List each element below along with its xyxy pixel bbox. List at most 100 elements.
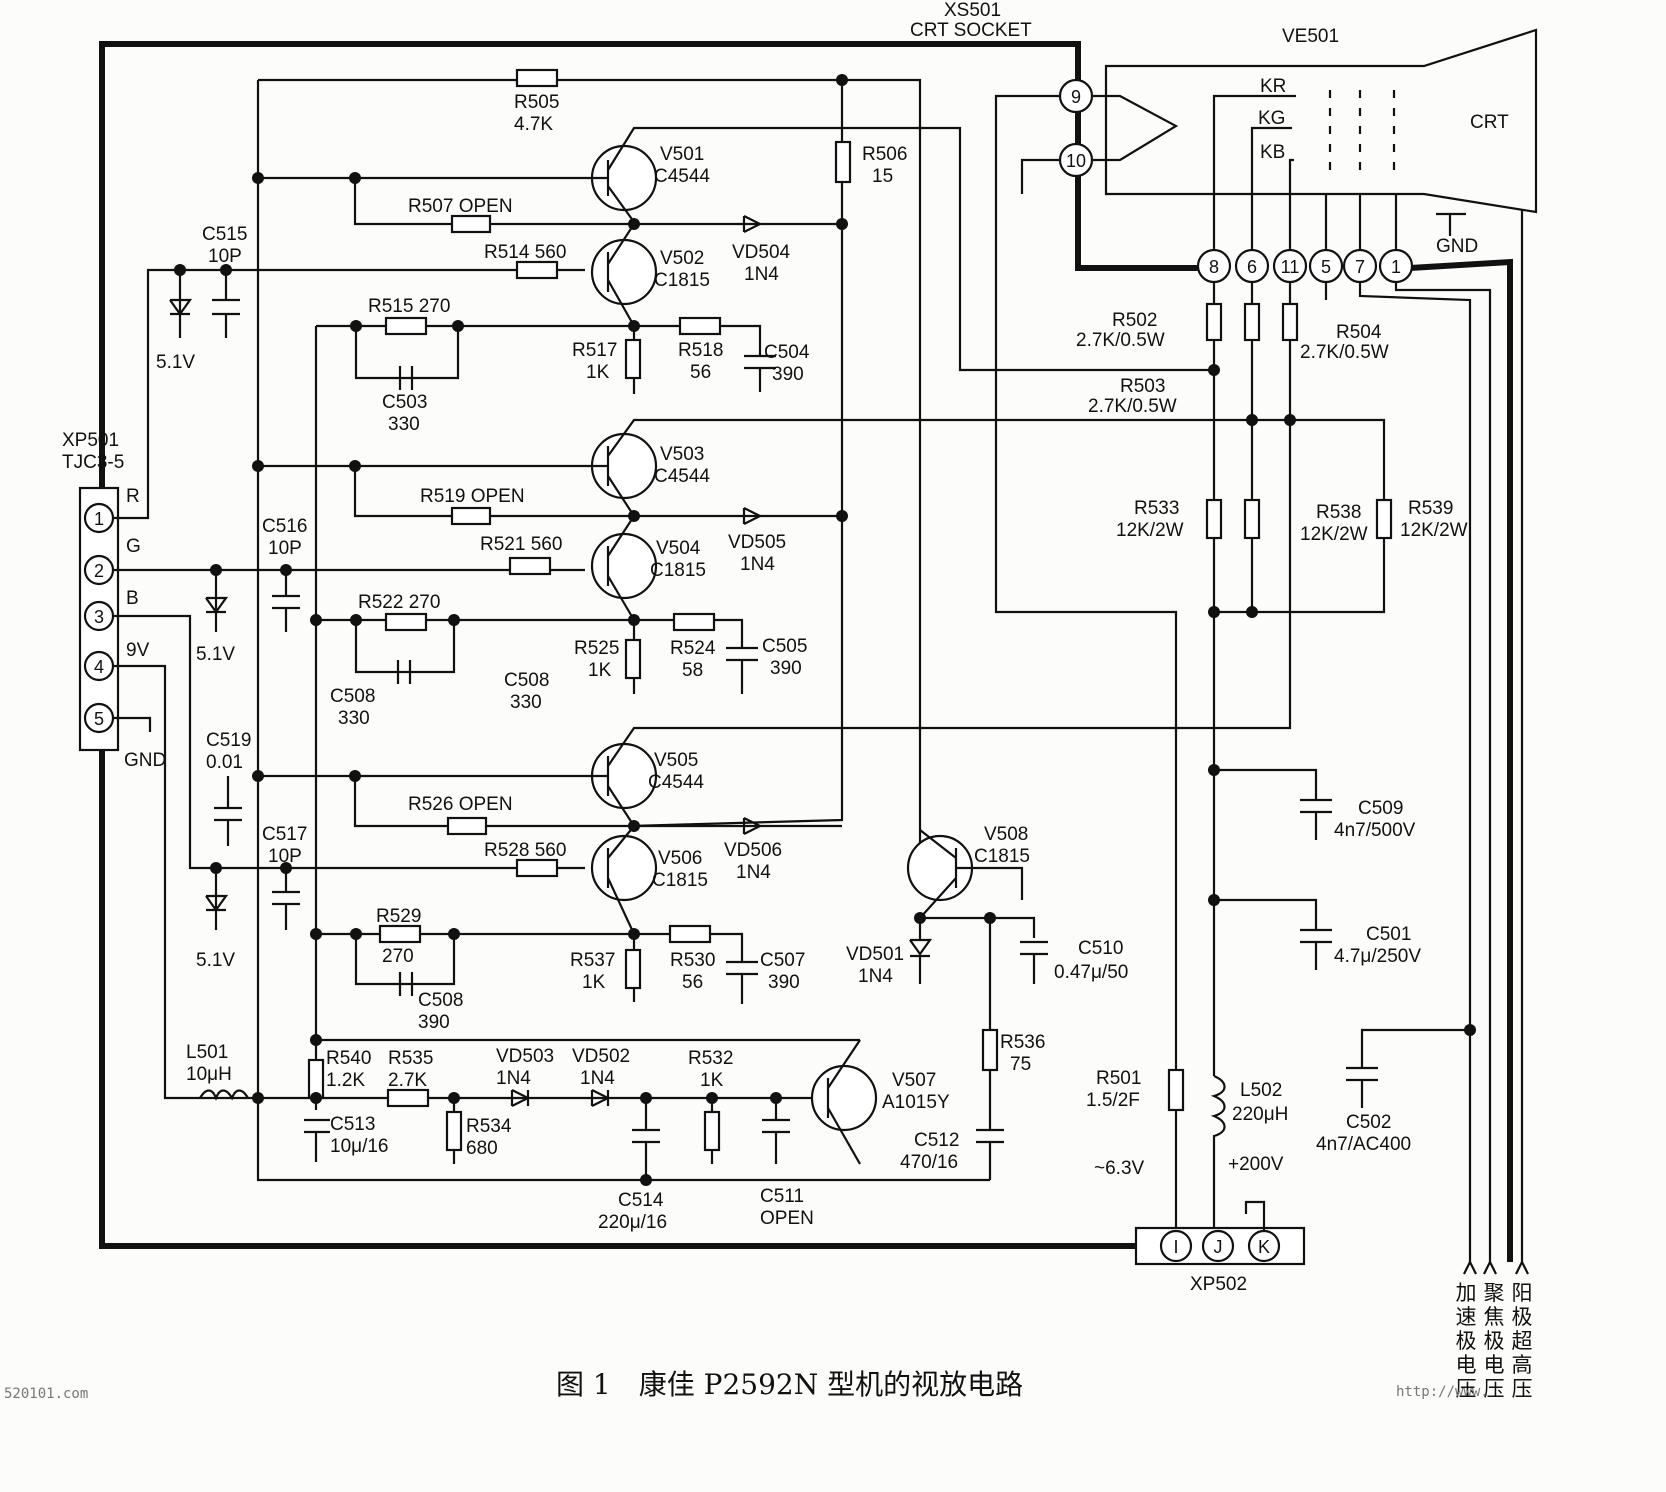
svg-text:7: 7	[1355, 257, 1365, 277]
crt-kb: KB	[1260, 142, 1285, 163]
vd502-ref: VD502	[572, 1046, 630, 1067]
v504-ref: V504	[656, 538, 701, 559]
c515-ref: C515	[202, 224, 247, 245]
c509-ref: C509	[1358, 798, 1403, 819]
r529-ref: R529	[376, 906, 421, 927]
v505-part: C4544	[648, 772, 704, 793]
v508-leads	[919, 829, 1024, 919]
wire-b-in	[113, 614, 585, 870]
r526-wire	[353, 776, 842, 828]
figure-caption: 图 1 康佳 P2592N 型机的视放电路	[556, 1368, 1023, 1401]
r519-wire	[353, 466, 842, 518]
vd503-body	[510, 1089, 531, 1107]
sig-g: G	[126, 536, 141, 557]
crt-outline	[1104, 28, 1538, 214]
r524-val: 58	[682, 660, 703, 681]
crt-grids	[1328, 90, 1396, 180]
c502-ref: C502	[1346, 1112, 1391, 1133]
svg-text:I: I	[1173, 1237, 1178, 1257]
r530-ref: R530	[670, 950, 715, 971]
r540-val: 1.2K	[326, 1070, 365, 1091]
c507-ref: C507	[760, 950, 805, 971]
r534-ref: R534	[466, 1116, 512, 1137]
v506-leads	[606, 825, 635, 935]
r533-body	[1205, 498, 1223, 540]
svg-text:10: 10	[1066, 151, 1086, 171]
c512-ref: C512	[914, 1130, 959, 1151]
r524-ref: R524	[670, 638, 716, 659]
r533-ref: R533	[1134, 498, 1179, 519]
c510-body	[1020, 940, 1048, 984]
xp502-k-wire	[1244, 1200, 1266, 1231]
r539-ref: R539	[1408, 498, 1453, 519]
c511-body	[762, 1098, 790, 1164]
c519-val: 0.01	[206, 752, 243, 773]
v507-part: A1015Y	[882, 1092, 950, 1113]
v502-part: C1815	[654, 270, 710, 291]
r534-body	[445, 1110, 463, 1152]
r532-val: 1K	[700, 1070, 724, 1091]
r528-label: R528 560	[484, 840, 566, 861]
sig-9v: 9V	[126, 640, 150, 661]
c511-val: OPEN	[760, 1208, 814, 1229]
junction-dots	[174, 74, 1476, 1186]
svg-text:11: 11	[1281, 257, 1300, 277]
c515-val: 10P	[208, 246, 242, 267]
ve501-name: VE501	[1282, 26, 1339, 47]
r536-ref: R536	[1000, 1032, 1045, 1053]
r530-body	[668, 924, 712, 944]
crt-kr: KR	[1260, 76, 1286, 97]
ground-bus-top	[99, 41, 1210, 518]
v506-part: C1815	[652, 870, 708, 891]
vd504-ref: VD504	[732, 242, 791, 263]
svg-text:J: J	[1214, 1237, 1223, 1257]
supply-voltage: +200V	[1228, 1154, 1284, 1175]
crt-gnd	[1436, 212, 1466, 236]
vd506-body	[742, 817, 763, 835]
svg-text:9: 9	[1071, 87, 1081, 107]
vd503-ref: VD503	[496, 1046, 554, 1067]
vd501-val: 1N4	[858, 966, 893, 987]
vd504-body	[742, 215, 763, 233]
r537-body	[624, 948, 642, 990]
c517-ref: C517	[262, 824, 307, 845]
gnd-wire	[113, 716, 152, 732]
c516-val: 10P	[268, 538, 302, 559]
xp501-type: TJC3-5	[62, 452, 124, 473]
r532-body	[703, 1110, 721, 1152]
svg-text:4: 4	[94, 657, 104, 677]
focus-voltage-label: 聚焦极电压	[1484, 1281, 1505, 1401]
xs501-desc: CRT SOCKET	[910, 20, 1032, 41]
zener-g	[205, 570, 229, 632]
c507-body	[726, 960, 758, 1004]
r525-ref: R525	[574, 638, 619, 659]
l502-val: 220μH	[1232, 1104, 1288, 1125]
r514-body	[515, 260, 559, 280]
r518-ref: R518	[678, 340, 723, 361]
wire-9v-in	[113, 664, 258, 1100]
r503-body	[1243, 302, 1261, 342]
r504-ref: R504	[1336, 322, 1382, 343]
vd501-net	[909, 916, 1036, 984]
c501-ref: C501	[1366, 924, 1411, 945]
r538-body	[1243, 498, 1261, 540]
r518-body	[678, 316, 722, 336]
xp502-name: XP502	[1190, 1274, 1247, 1295]
l502-body	[1210, 1074, 1226, 1232]
c516	[272, 570, 300, 632]
c519	[214, 776, 242, 846]
r529-body	[378, 924, 422, 944]
v502-body	[590, 238, 658, 306]
r503-val: 2.7K/0.5W	[1088, 396, 1177, 417]
vd502-body	[590, 1089, 611, 1107]
r517-val: 1K	[586, 362, 610, 383]
r534-val: 680	[466, 1138, 498, 1159]
v504-body	[590, 532, 658, 600]
v501-leads	[258, 126, 1214, 372]
v507-leads	[826, 1039, 861, 1165]
svg-text:K: K	[1258, 1237, 1270, 1257]
v503-ref: V503	[660, 444, 704, 465]
c503-ref: C503	[382, 392, 427, 413]
